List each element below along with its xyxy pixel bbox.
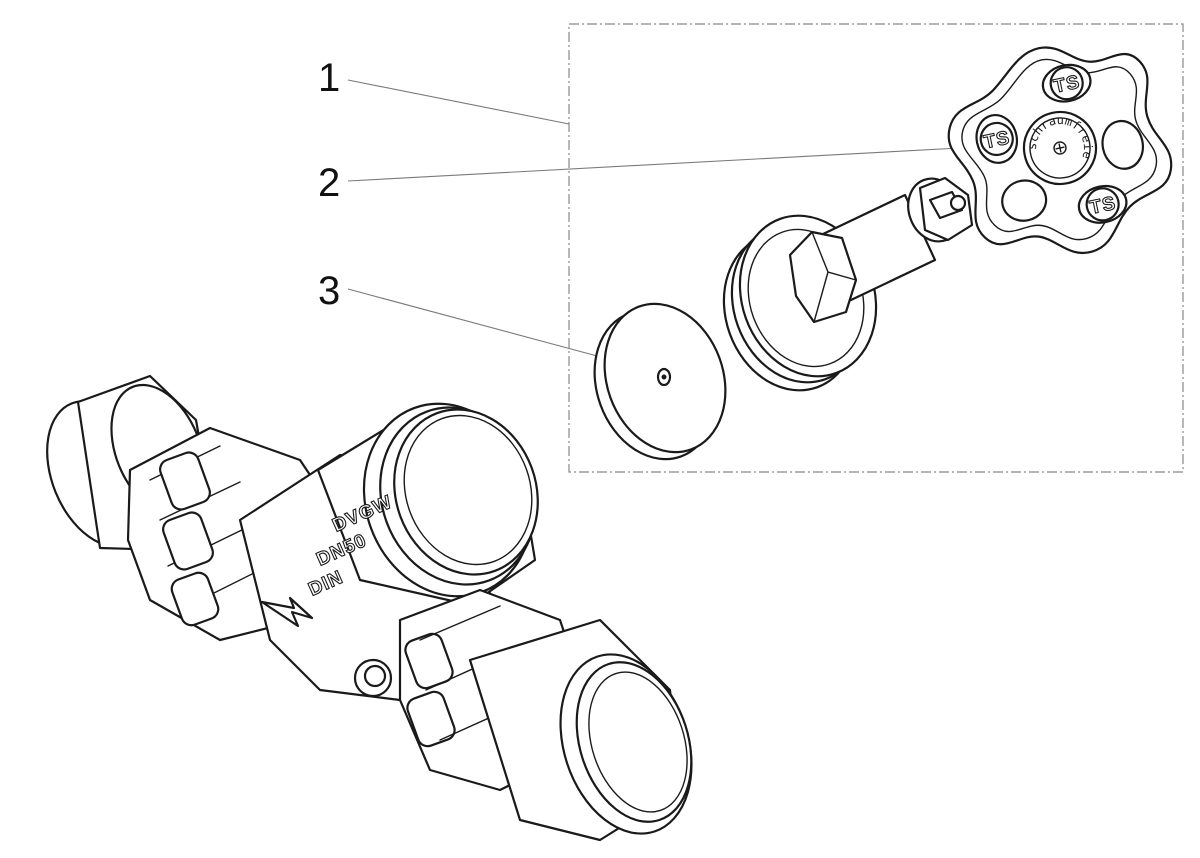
- leader-line-1: [347, 79, 570, 125]
- handwheel: TS TS TS schraumfreie: [947, 46, 1173, 255]
- kit-boundary-box: [568, 23, 1184, 473]
- callout-2: 2: [318, 161, 340, 205]
- callout-1: 1: [318, 56, 340, 100]
- leader-line-2: [347, 147, 961, 182]
- callout-3: 3: [318, 269, 340, 313]
- valve-bonnet: [722, 176, 974, 392]
- seal-disc: [593, 302, 727, 461]
- valve-body: DVGW DN50 DIN: [46, 374, 693, 842]
- handwheel-logo-3: TS: [1088, 193, 1118, 219]
- leader-line-3: [347, 288, 613, 361]
